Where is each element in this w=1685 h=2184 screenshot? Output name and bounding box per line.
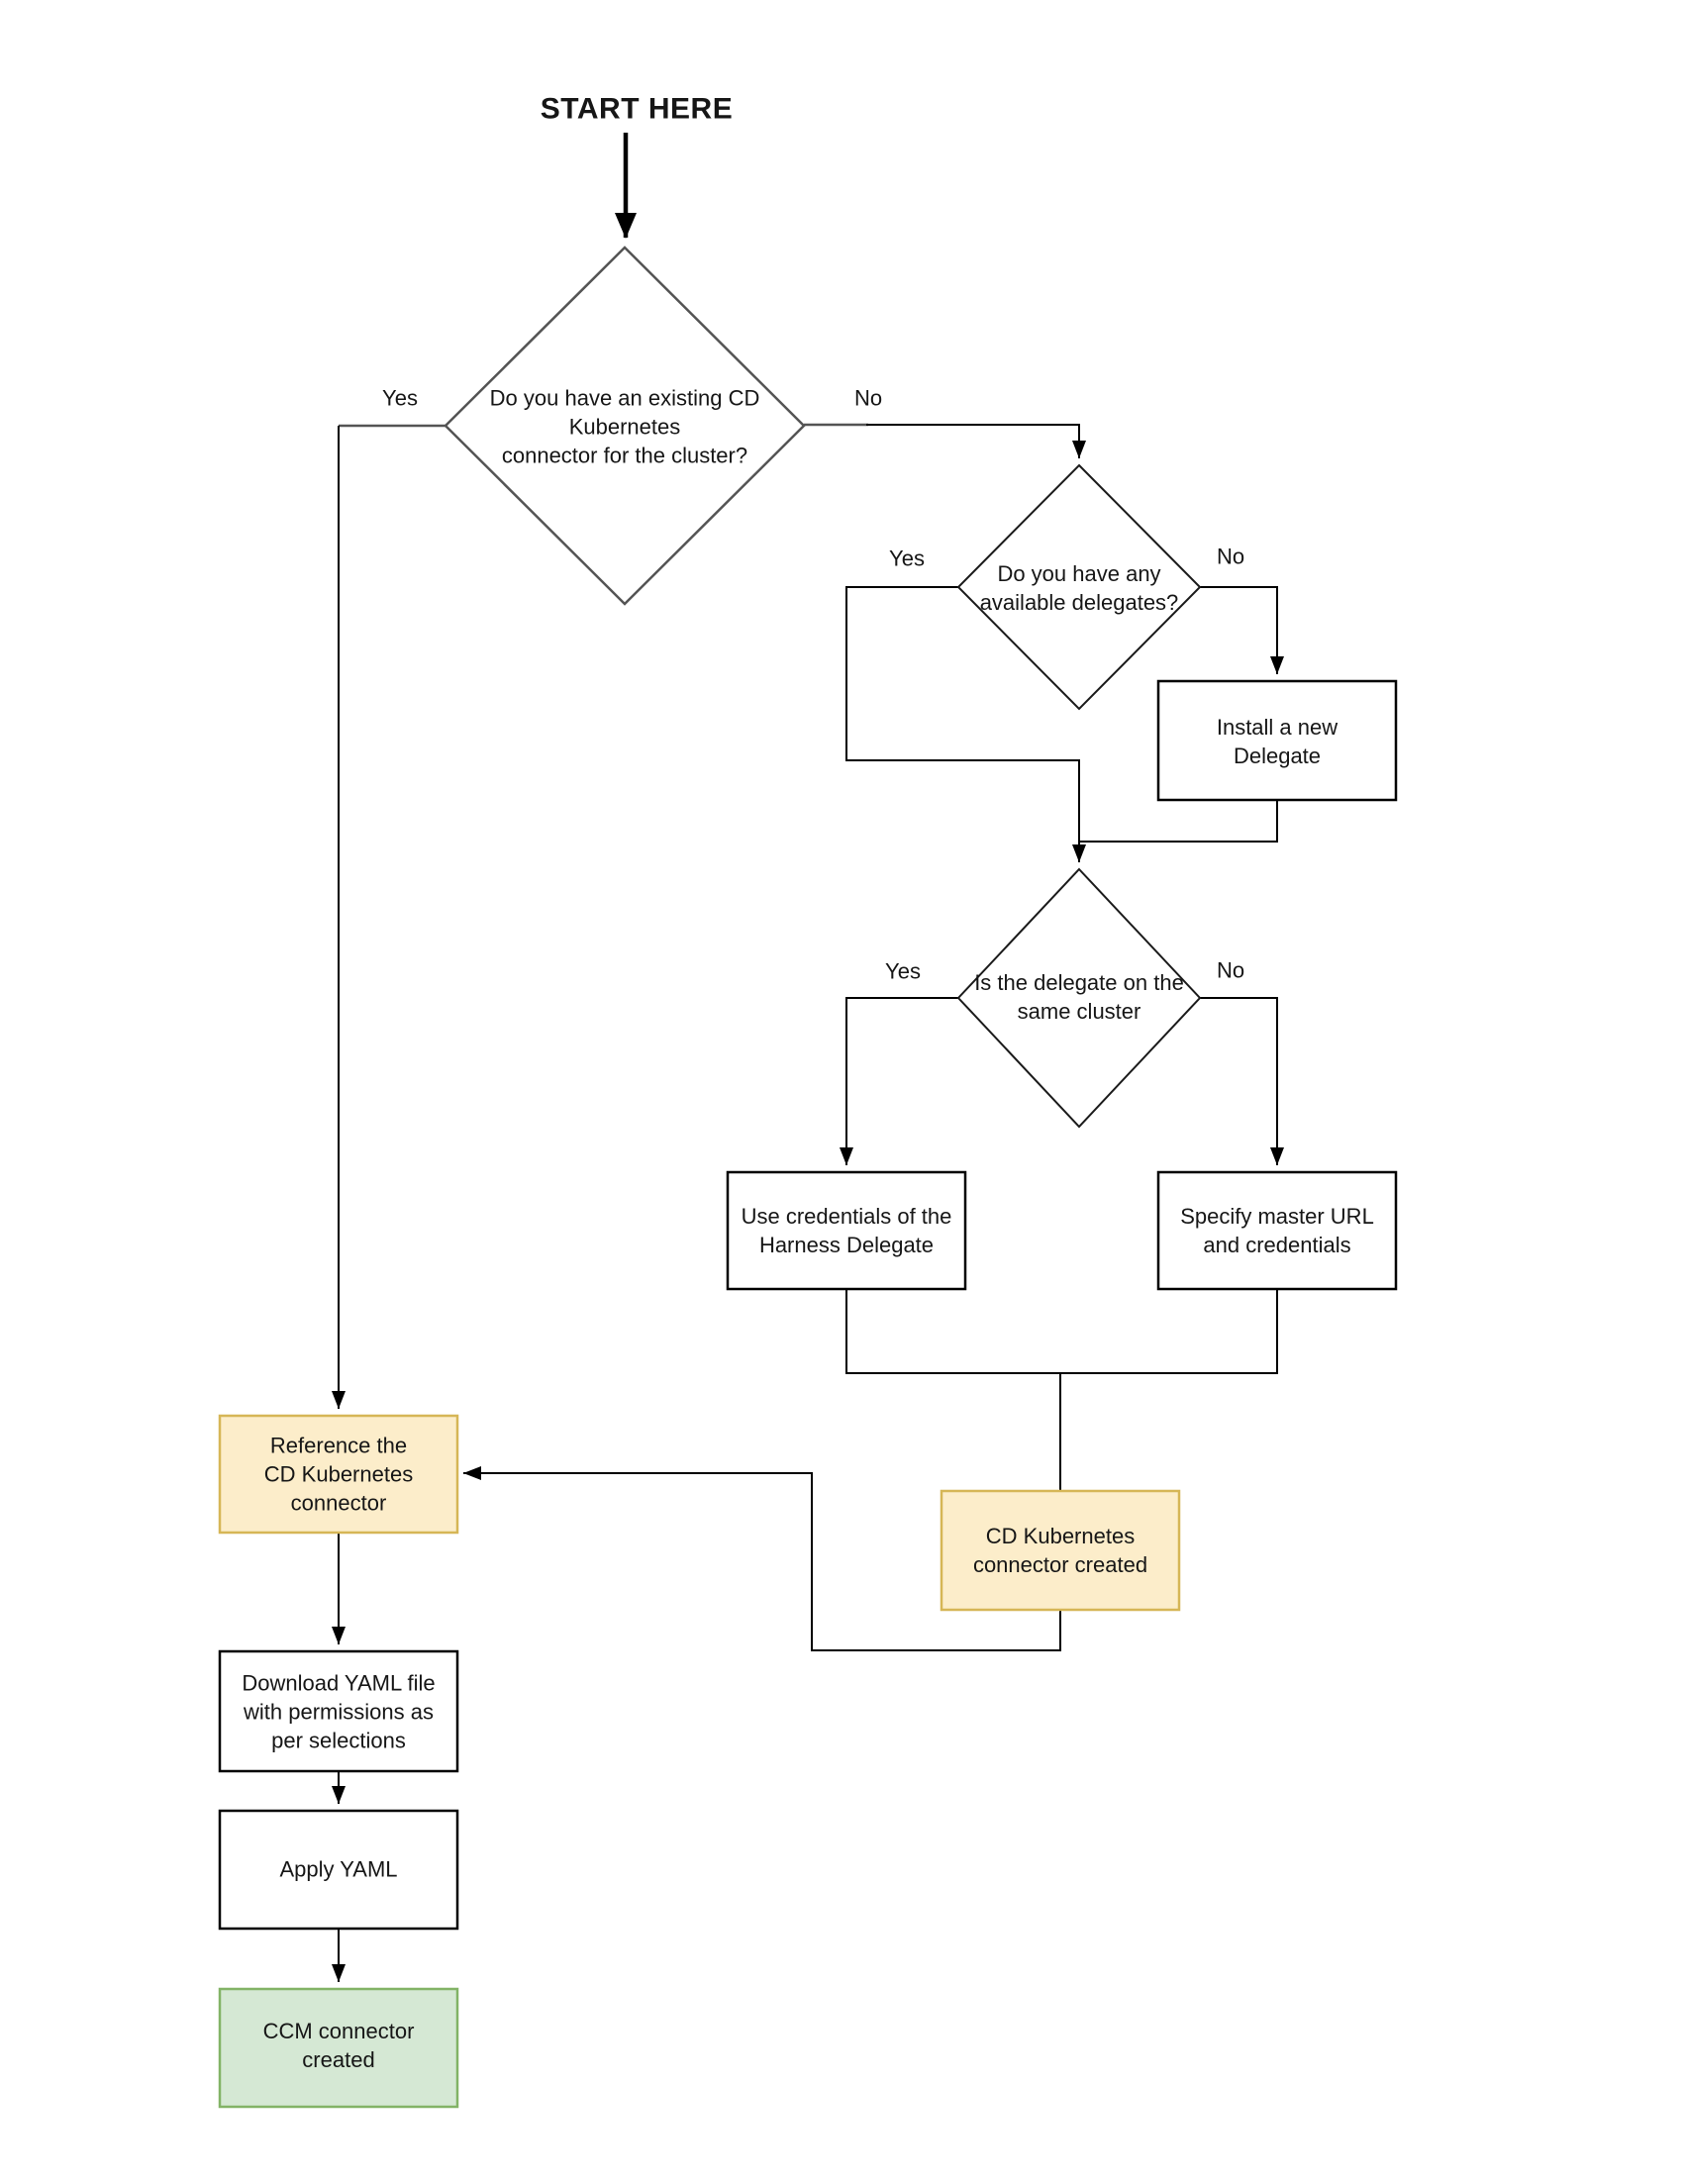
cd-connector-created-box: [940, 1489, 1181, 1612]
download-yaml-box: [218, 1649, 459, 1773]
edge-specify-merge: [1060, 1289, 1278, 1374]
decision-existing-connector-label: Do you have an existing CD Kubernetes co…: [489, 385, 760, 468]
ccm-connector-created-box: [218, 1987, 459, 2109]
use-credentials-box: [726, 1170, 967, 1291]
edge-decision2-yes: [845, 586, 1086, 862]
edge-label-decision1-yes: Yes: [382, 385, 418, 411]
reference-connector-box: [218, 1414, 459, 1535]
edge-label-decision1-no: No: [853, 385, 883, 411]
cd-connector-created-label: CD Kubernetes connector created: [972, 1524, 1148, 1577]
install-delegate-box: [1156, 679, 1398, 802]
edge-decision1-no: [866, 424, 1086, 458]
apply-yaml-label: Apply YAML: [279, 1856, 398, 1882]
edge-cd-created-to-reference: [463, 1466, 1061, 1651]
edge-decision3-yes: [840, 997, 958, 1165]
install-delegate-label: Install a new Delegate: [1216, 715, 1338, 768]
start-here-label: START HERE: [540, 92, 734, 126]
decision-existing-connector-shape: [444, 246, 806, 606]
edge-label-decision3-yes: Yes: [885, 958, 921, 984]
edge-decision2-no: [1200, 586, 1284, 674]
decision-available-delegates-label: Do you have any available delegates?: [979, 561, 1179, 615]
decision-available-delegates-shape: [956, 463, 1202, 711]
specify-master-url-label: Specify master URL and credentials: [1180, 1204, 1374, 1257]
edges: [332, 133, 1284, 1982]
edge-label-decision2-no: No: [1216, 544, 1245, 569]
reference-connector-label: Reference the CD Kubernetes connector: [263, 1433, 414, 1516]
apply-yaml-box: [218, 1809, 459, 1931]
edge-label-decision3-no: No: [1216, 957, 1245, 983]
ccm-connector-created-label: CCM connector created: [262, 2019, 415, 2072]
specify-master-url-box: [1156, 1170, 1398, 1291]
edge-decision3-no: [1200, 997, 1284, 1165]
download-yaml-label: Download YAML file with permissions as p…: [242, 1670, 436, 1753]
edge-use-credentials-merge: [845, 1289, 1060, 1374]
decision-same-cluster-label: Is the delegate on the same cluster: [974, 970, 1184, 1024]
edge-install-to-decision3: [1079, 800, 1278, 843]
use-credentials-label: Use credentials of the Harness Delegate: [741, 1204, 952, 1257]
edge-label-decision2-yes: Yes: [889, 546, 925, 571]
decision-same-cluster-shape: [956, 867, 1202, 1129]
